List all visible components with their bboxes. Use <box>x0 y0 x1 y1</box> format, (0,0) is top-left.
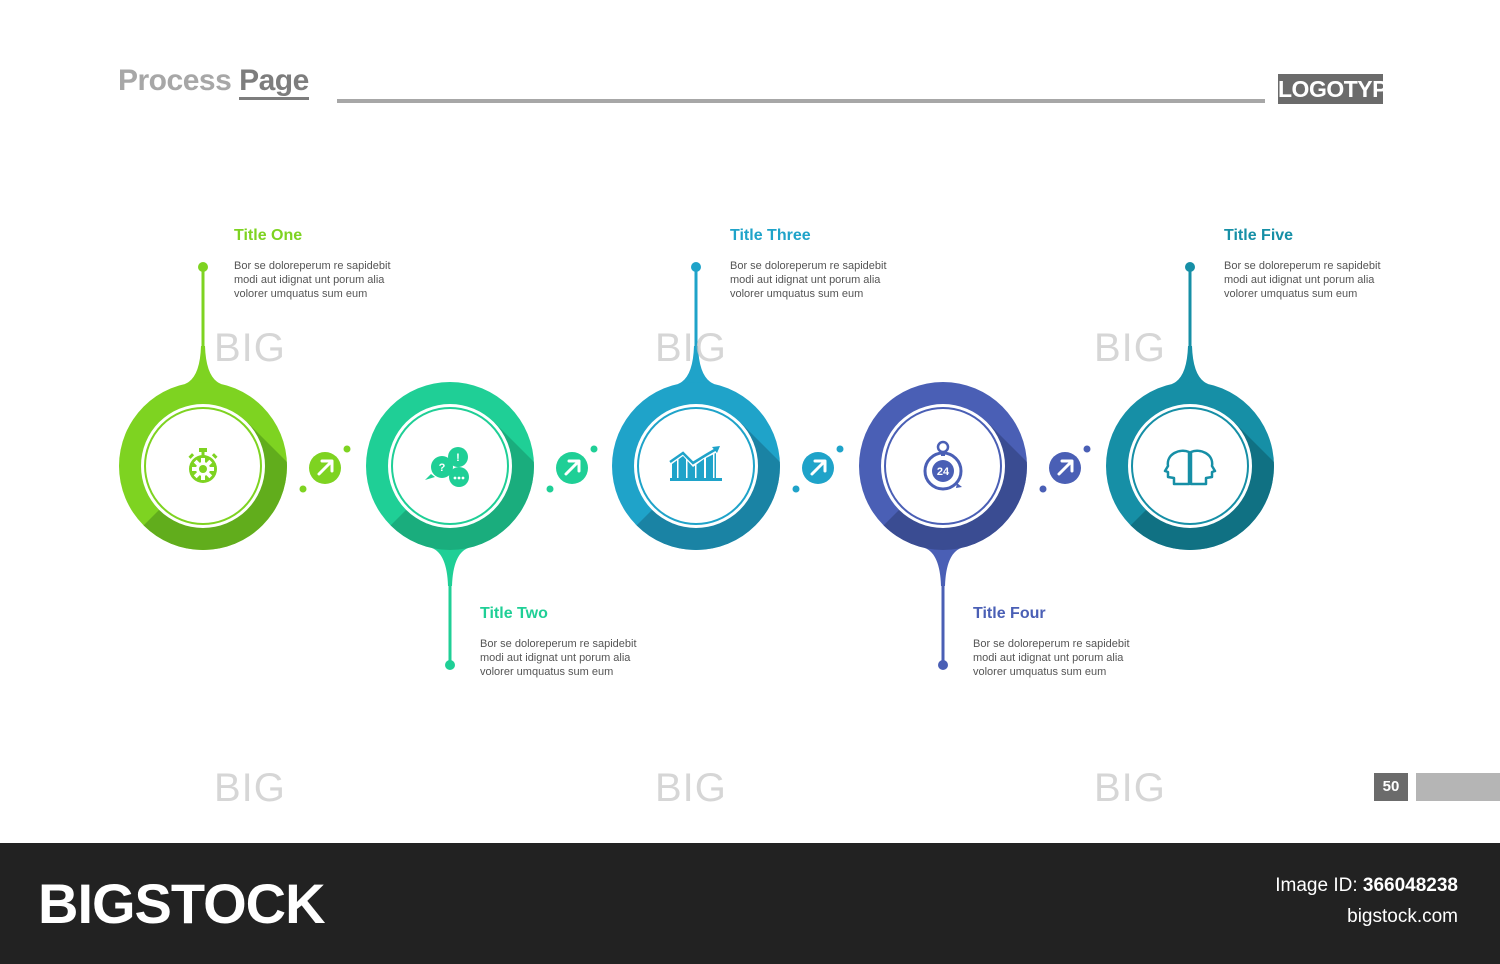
page-number-bar <box>1416 773 1500 801</box>
watermark-big: BIG <box>655 766 727 810</box>
arrow-dot <box>1083 445 1091 453</box>
step-five-text: Title Five Bor se doloreperum re sapideb… <box>1224 226 1424 301</box>
step-arrow-two-to-three <box>546 445 598 493</box>
bigstock-brand: BIGSTOCK <box>38 872 326 935</box>
svg-text:24: 24 <box>937 466 950 478</box>
bar-chart-growth-icon <box>669 446 722 481</box>
two-heads-icon <box>1163 449 1217 486</box>
connector-dot <box>198 262 208 272</box>
step-four-text: Title Four Bor se doloreperum re sapideb… <box>973 604 1173 679</box>
step-one-description: Bor se doloreperum re sapidebit modi aut… <box>234 260 391 300</box>
arrow-dot <box>546 485 554 493</box>
step-one-text: Title One Bor se doloreperum re sapidebi… <box>234 226 434 301</box>
pin-tip <box>678 346 714 384</box>
inner-ring <box>144 407 262 525</box>
step-one-title: Title One <box>234 227 303 244</box>
page-title: Process Page <box>118 64 309 100</box>
watermark-big: BIG <box>1094 326 1166 370</box>
step-three-text: Title Three Bor se doloreperum re sapide… <box>730 226 930 301</box>
footer-bar <box>0 843 1500 964</box>
arrow-dot <box>792 485 800 493</box>
watermark-big: BIG <box>214 766 286 810</box>
logotype: LOGOTYPE <box>1278 74 1402 104</box>
page-title-part2: Page <box>239 64 309 100</box>
step-arrow-three-to-four <box>792 445 844 493</box>
inner-ring <box>884 407 1002 525</box>
arrow-dot <box>590 445 598 453</box>
watermark-big: BIG <box>655 326 727 370</box>
pin-tip <box>925 548 961 586</box>
step-three-title: Title Three <box>730 227 811 244</box>
pin-tip <box>432 548 468 586</box>
stopwatch-24-icon: 24 <box>923 440 963 491</box>
pin-tip <box>1172 346 1208 384</box>
svg-text:?: ? <box>439 462 446 474</box>
page-title-part1: Process <box>118 64 240 97</box>
header-divider <box>337 99 1265 103</box>
step-five-node <box>1106 262 1274 550</box>
image-id-number: 366048238 <box>1362 875 1458 896</box>
step-two-title: Title Two <box>480 605 548 622</box>
pin-tip <box>185 346 221 384</box>
connector-dot <box>938 660 948 670</box>
site-url: bigstock.com <box>1347 906 1458 927</box>
image-id-label: Image ID: <box>1275 875 1363 896</box>
connector-dot <box>1185 262 1195 272</box>
page-number: 50 <box>1374 773 1408 801</box>
step-arrow-one-to-two <box>299 445 351 493</box>
inner-ring <box>637 407 755 525</box>
process-diagram: ?! 24 <box>119 262 1274 670</box>
svg-text:!: ! <box>456 452 460 464</box>
step-four-description: Bor se doloreperum re sapidebit modi aut… <box>973 638 1130 678</box>
stopwatch-gear-icon <box>188 448 218 483</box>
inner-ring <box>391 407 509 525</box>
step-five-title: Title Five <box>1224 227 1294 244</box>
step-three-description: Bor se doloreperum re sapidebit modi aut… <box>730 260 887 300</box>
image-id: Image ID: 366048238 <box>1275 874 1458 898</box>
speech-bubbles-icon: ?! <box>425 447 469 487</box>
inner-ring <box>1131 407 1249 525</box>
connector-dot <box>445 660 455 670</box>
arrow-dot <box>343 445 351 453</box>
arrow-dot <box>1039 485 1047 493</box>
watermark-big: BIG <box>214 326 286 370</box>
arrow-dot <box>836 445 844 453</box>
step-five-description: Bor se doloreperum re sapidebit modi aut… <box>1224 260 1381 300</box>
step-two-text: Title Two Bor se doloreperum re sapidebi… <box>480 604 680 679</box>
connector-dot <box>691 262 701 272</box>
step-arrow-four-to-five <box>1039 445 1091 493</box>
step-two-description: Bor se doloreperum re sapidebit modi aut… <box>480 638 637 678</box>
step-four-title: Title Four <box>973 605 1046 622</box>
watermark-big: BIG <box>1094 766 1166 810</box>
arrow-dot <box>299 485 307 493</box>
slide: Process Page LOGOTYPE ?! 24 Title One Bor… <box>118 64 1500 810</box>
